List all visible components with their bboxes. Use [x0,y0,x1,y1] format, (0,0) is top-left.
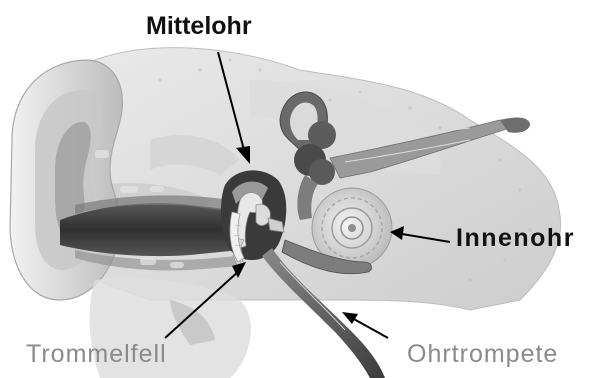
ohrtrompete-pointer [352,318,388,338]
label-ohrtrompete: Ohrtrompete [407,340,558,369]
label-mittelohr: Mittelohr [146,12,252,41]
label-trommelfell: Trommelfell [26,340,167,369]
ohrtrompete-arrowhead [342,312,358,324]
label-innenohr: Innenohr [456,224,575,253]
